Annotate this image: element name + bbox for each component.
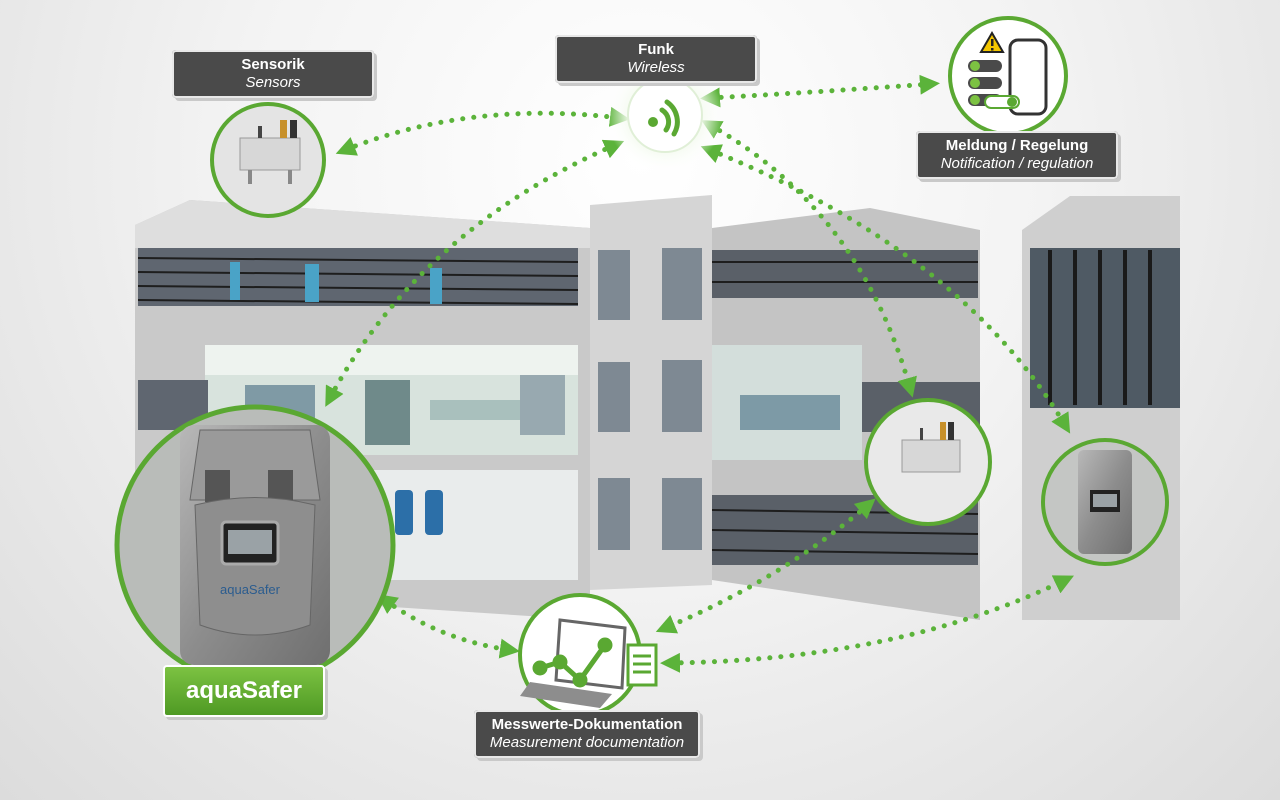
- arrow-wireless-notification: [700, 74, 940, 108]
- aquasafer-device: aquaSafer: [180, 425, 330, 665]
- documentation-label: Messwerte-Dokumentation Measurement docu…: [474, 710, 700, 758]
- sensors-subtitle: Sensors: [245, 74, 301, 91]
- toggle-icons: [968, 60, 1020, 109]
- connections: [325, 74, 1074, 673]
- aquasafer-brand-label: aquaSafer: [163, 665, 325, 717]
- arrow-wireless-aquasafer: [325, 139, 625, 407]
- wireless-node: [607, 57, 723, 173]
- wireless-title: Funk: [638, 41, 674, 58]
- smartphone-icon: [1008, 38, 1048, 116]
- arrow-documentation-aquasafer-right: [660, 575, 1074, 673]
- wireless-subtitle: Wireless: [627, 59, 685, 76]
- notification-label: Meldung / Regelung Notification / regula…: [916, 131, 1118, 179]
- arrow-sensors-wireless: [335, 106, 630, 156]
- arrow-aquasafer-documentation: [376, 594, 520, 659]
- sensor-node-right: [864, 398, 992, 526]
- notification-node: [948, 16, 1068, 136]
- arrow-wireless-aquasafer-right: [700, 144, 1071, 434]
- sensors-label: Sensorik Sensors: [172, 50, 374, 98]
- aquasafer-node: aquaSafer: [114, 404, 396, 686]
- chart-icon: [532, 637, 613, 688]
- device-label-text: aquaSafer: [220, 582, 281, 597]
- sensor-icon: [239, 120, 301, 184]
- sensor-node-top: [210, 102, 326, 218]
- warning-icon: [979, 31, 1005, 53]
- sensors-title: Sensorik: [241, 56, 305, 73]
- wifi-icon: [648, 99, 680, 137]
- notification-title: Meldung / Regelung: [945, 137, 1089, 154]
- documentation-title: Messwerte-Dokumentation: [491, 716, 683, 733]
- notification-subtitle: Notification / regulation: [940, 155, 1094, 172]
- aquasafer-node-right: [1041, 438, 1169, 566]
- document-icon: [626, 643, 658, 687]
- documentation-node: [518, 593, 658, 717]
- documentation-subtitle: Measurement documentation: [489, 734, 685, 751]
- wireless-label: Funk Wireless: [555, 35, 757, 83]
